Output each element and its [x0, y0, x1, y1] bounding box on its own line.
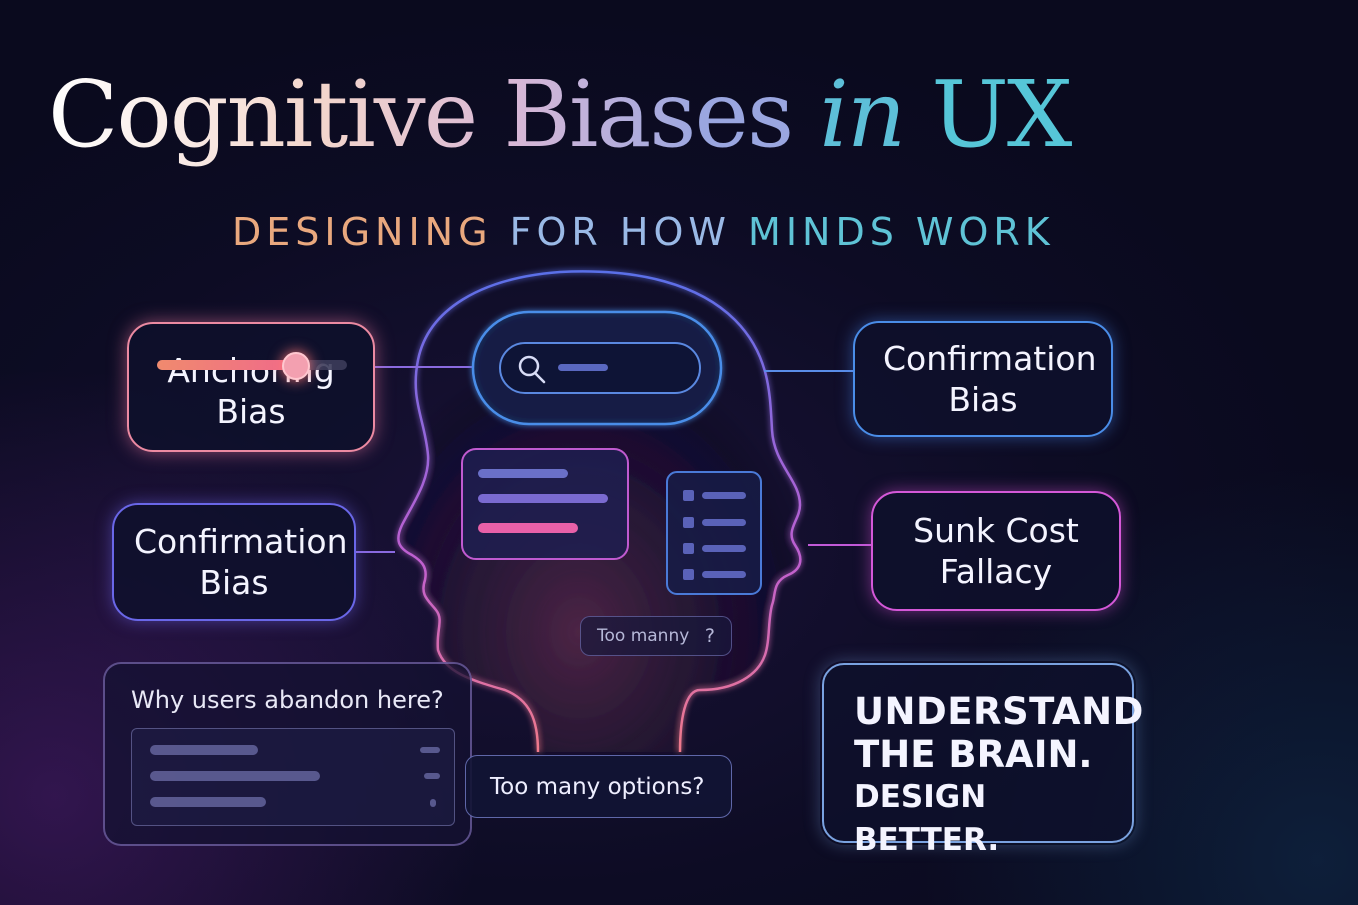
confirmation-bias-label-right: Confirmation Bias: [883, 338, 1097, 419]
list-bar-mini: [424, 773, 440, 779]
question-mark-icon: ?: [704, 625, 715, 647]
slider-fill: [157, 360, 294, 370]
list-bar-mini: [430, 799, 436, 807]
too-many-tag: Too manny ?: [580, 616, 732, 656]
title-part-1: Cognitive Biases: [48, 61, 820, 168]
list-bar-mini: [420, 747, 440, 753]
checklist-card: [666, 471, 762, 595]
content-card: [461, 448, 629, 560]
search-placeholder-bar: [558, 364, 608, 371]
page-subtitle: DESIGNING FOR HOW MINDS WORK: [232, 210, 1055, 254]
sunk-cost-card: Sunk Cost Fallacy: [871, 491, 1121, 611]
too-many-label: Too manny: [597, 626, 690, 646]
abandon-question: Why users abandon here?: [131, 686, 444, 714]
anchoring-slider[interactable]: [157, 352, 347, 380]
abandon-list: [131, 728, 455, 826]
cta-line-1: UNDERSTAND: [854, 690, 1144, 733]
subtitle-part-1: DESIGNING: [232, 210, 510, 254]
sunk-cost-label: Sunk Cost Fallacy: [913, 510, 1079, 591]
too-many-options-label: Too many options?: [490, 773, 705, 800]
cta-line-2: THE BRAIN.: [854, 732, 1093, 776]
page-title: Cognitive Biases in UX: [48, 60, 1072, 170]
confirmation-bias-label-left: Confirmation Bias: [134, 521, 348, 602]
list-bar: [150, 797, 266, 807]
too-many-options-tag: Too many options?: [465, 755, 732, 818]
slider-thumb[interactable]: [281, 352, 310, 380]
list-bar: [150, 745, 258, 755]
cta-card: UNDERSTAND THE BRAIN. DESIGN BETTER.: [822, 663, 1143, 858]
subtitle-part-3: MINDS WORK: [748, 210, 1055, 254]
abandon-panel: Why users abandon here?: [103, 662, 472, 846]
confirmation-bias-card-right: Confirmation Bias: [853, 321, 1113, 437]
list-bar: [150, 771, 320, 781]
confirmation-bias-card-left: Confirmation Bias: [112, 503, 356, 621]
subtitle-part-2: FOR HOW: [509, 210, 749, 254]
search-icon: [518, 355, 546, 384]
title-part-3: UX: [904, 61, 1072, 168]
title-part-2: in: [819, 61, 906, 168]
cta-line-3: DESIGN BETTER.: [854, 779, 1000, 859]
anchoring-bias-card: Anchoring Bias: [127, 322, 375, 452]
